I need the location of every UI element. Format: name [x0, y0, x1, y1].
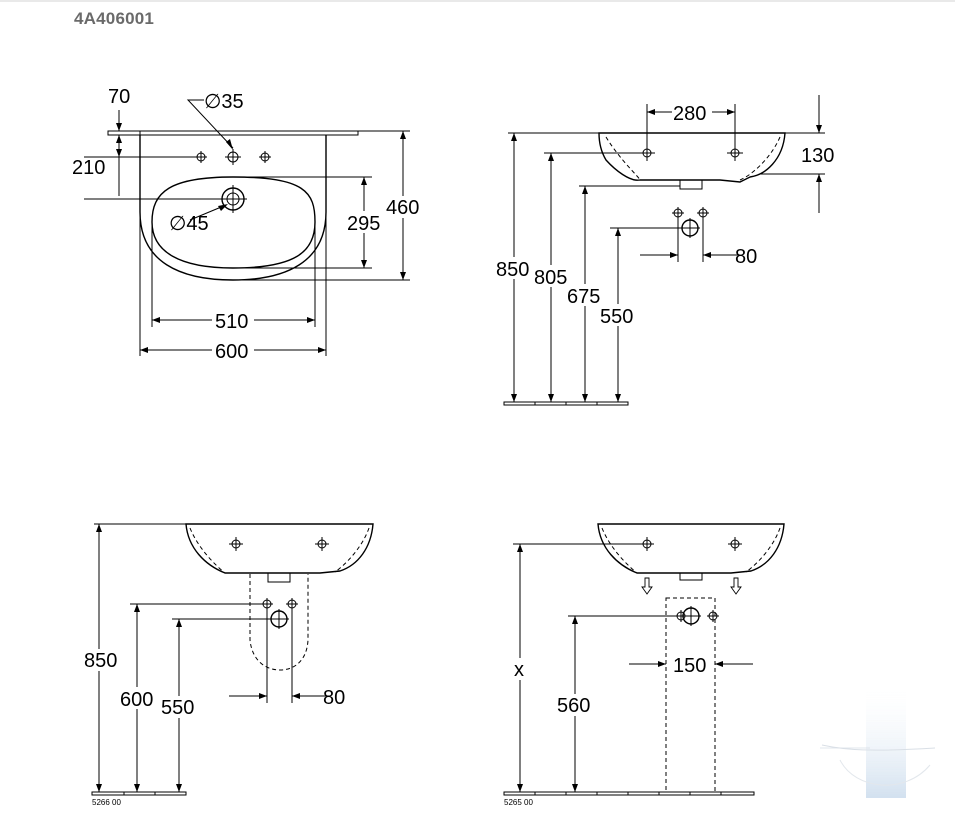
floor-line [91, 791, 187, 796]
top-view: 70 210 ∅35 ∅45 295 460 [72, 86, 423, 363]
pedestal-view: 150 x 560 5265 00 [503, 523, 785, 807]
waste-outlet [679, 179, 703, 190]
waste-connection-icon [675, 606, 719, 626]
dim-850-label: 850 [496, 259, 529, 281]
dim-150-label: 150 [673, 655, 706, 677]
dim-460-label: 460 [386, 197, 419, 219]
dim-70-label: 70 [108, 86, 130, 108]
dim-80-label: 80 [735, 246, 757, 268]
fixing-arrow-icon [641, 577, 742, 595]
pedestal-code: 5265 00 [504, 798, 533, 807]
dim-x-label: x [514, 659, 524, 681]
dim-600-label: 600 [215, 341, 248, 363]
basin-front-outline [185, 523, 374, 574]
dim-35-label: ∅35 [204, 91, 244, 113]
pedestal-outline [665, 597, 716, 793]
dim-295-label: 295 [347, 213, 380, 235]
tap-hole-icon [640, 537, 742, 551]
tap-hole-icon [639, 145, 743, 161]
dim-600-label: 600 [120, 689, 153, 711]
dim-805-label: 805 [534, 267, 567, 289]
semi-pedestal-view: 80 850 600 550 5266 00 [81, 523, 374, 807]
basin-outline [139, 135, 327, 281]
semi-pedestal-code: 5266 00 [92, 798, 121, 807]
drain-icon [219, 185, 247, 213]
tap-hole-icon [229, 537, 329, 551]
floor-line [503, 791, 755, 796]
basin-front-outline [598, 132, 786, 183]
waste-connection-icon [672, 207, 709, 238]
dim-550-label: 550 [600, 306, 633, 328]
dim-80-label: 80 [323, 687, 345, 709]
wall-plate [107, 130, 359, 136]
dim-280-label: 280 [673, 103, 706, 125]
product-code: 4A406001 [74, 9, 155, 28]
dim-45-label: ∅45 [169, 213, 209, 235]
semi-pedestal-outline [249, 574, 309, 671]
waste-connection-icon [261, 598, 298, 629]
dim-130-label: 130 [801, 145, 834, 167]
dim-850-label: 850 [84, 650, 117, 672]
top-border [0, 0, 955, 2]
dim-675-label: 675 [567, 286, 600, 308]
watermark-logo [820, 690, 936, 798]
dim-560-label: 560 [557, 695, 590, 717]
basin-front-outline [597, 523, 785, 574]
dim-550-label: 550 [161, 697, 194, 719]
tap-hole-icon [195, 149, 271, 165]
front-view: 280 130 80 850 805 [496, 95, 834, 406]
dim-210-label: 210 [72, 157, 105, 179]
dim-510-label: 510 [215, 311, 248, 333]
